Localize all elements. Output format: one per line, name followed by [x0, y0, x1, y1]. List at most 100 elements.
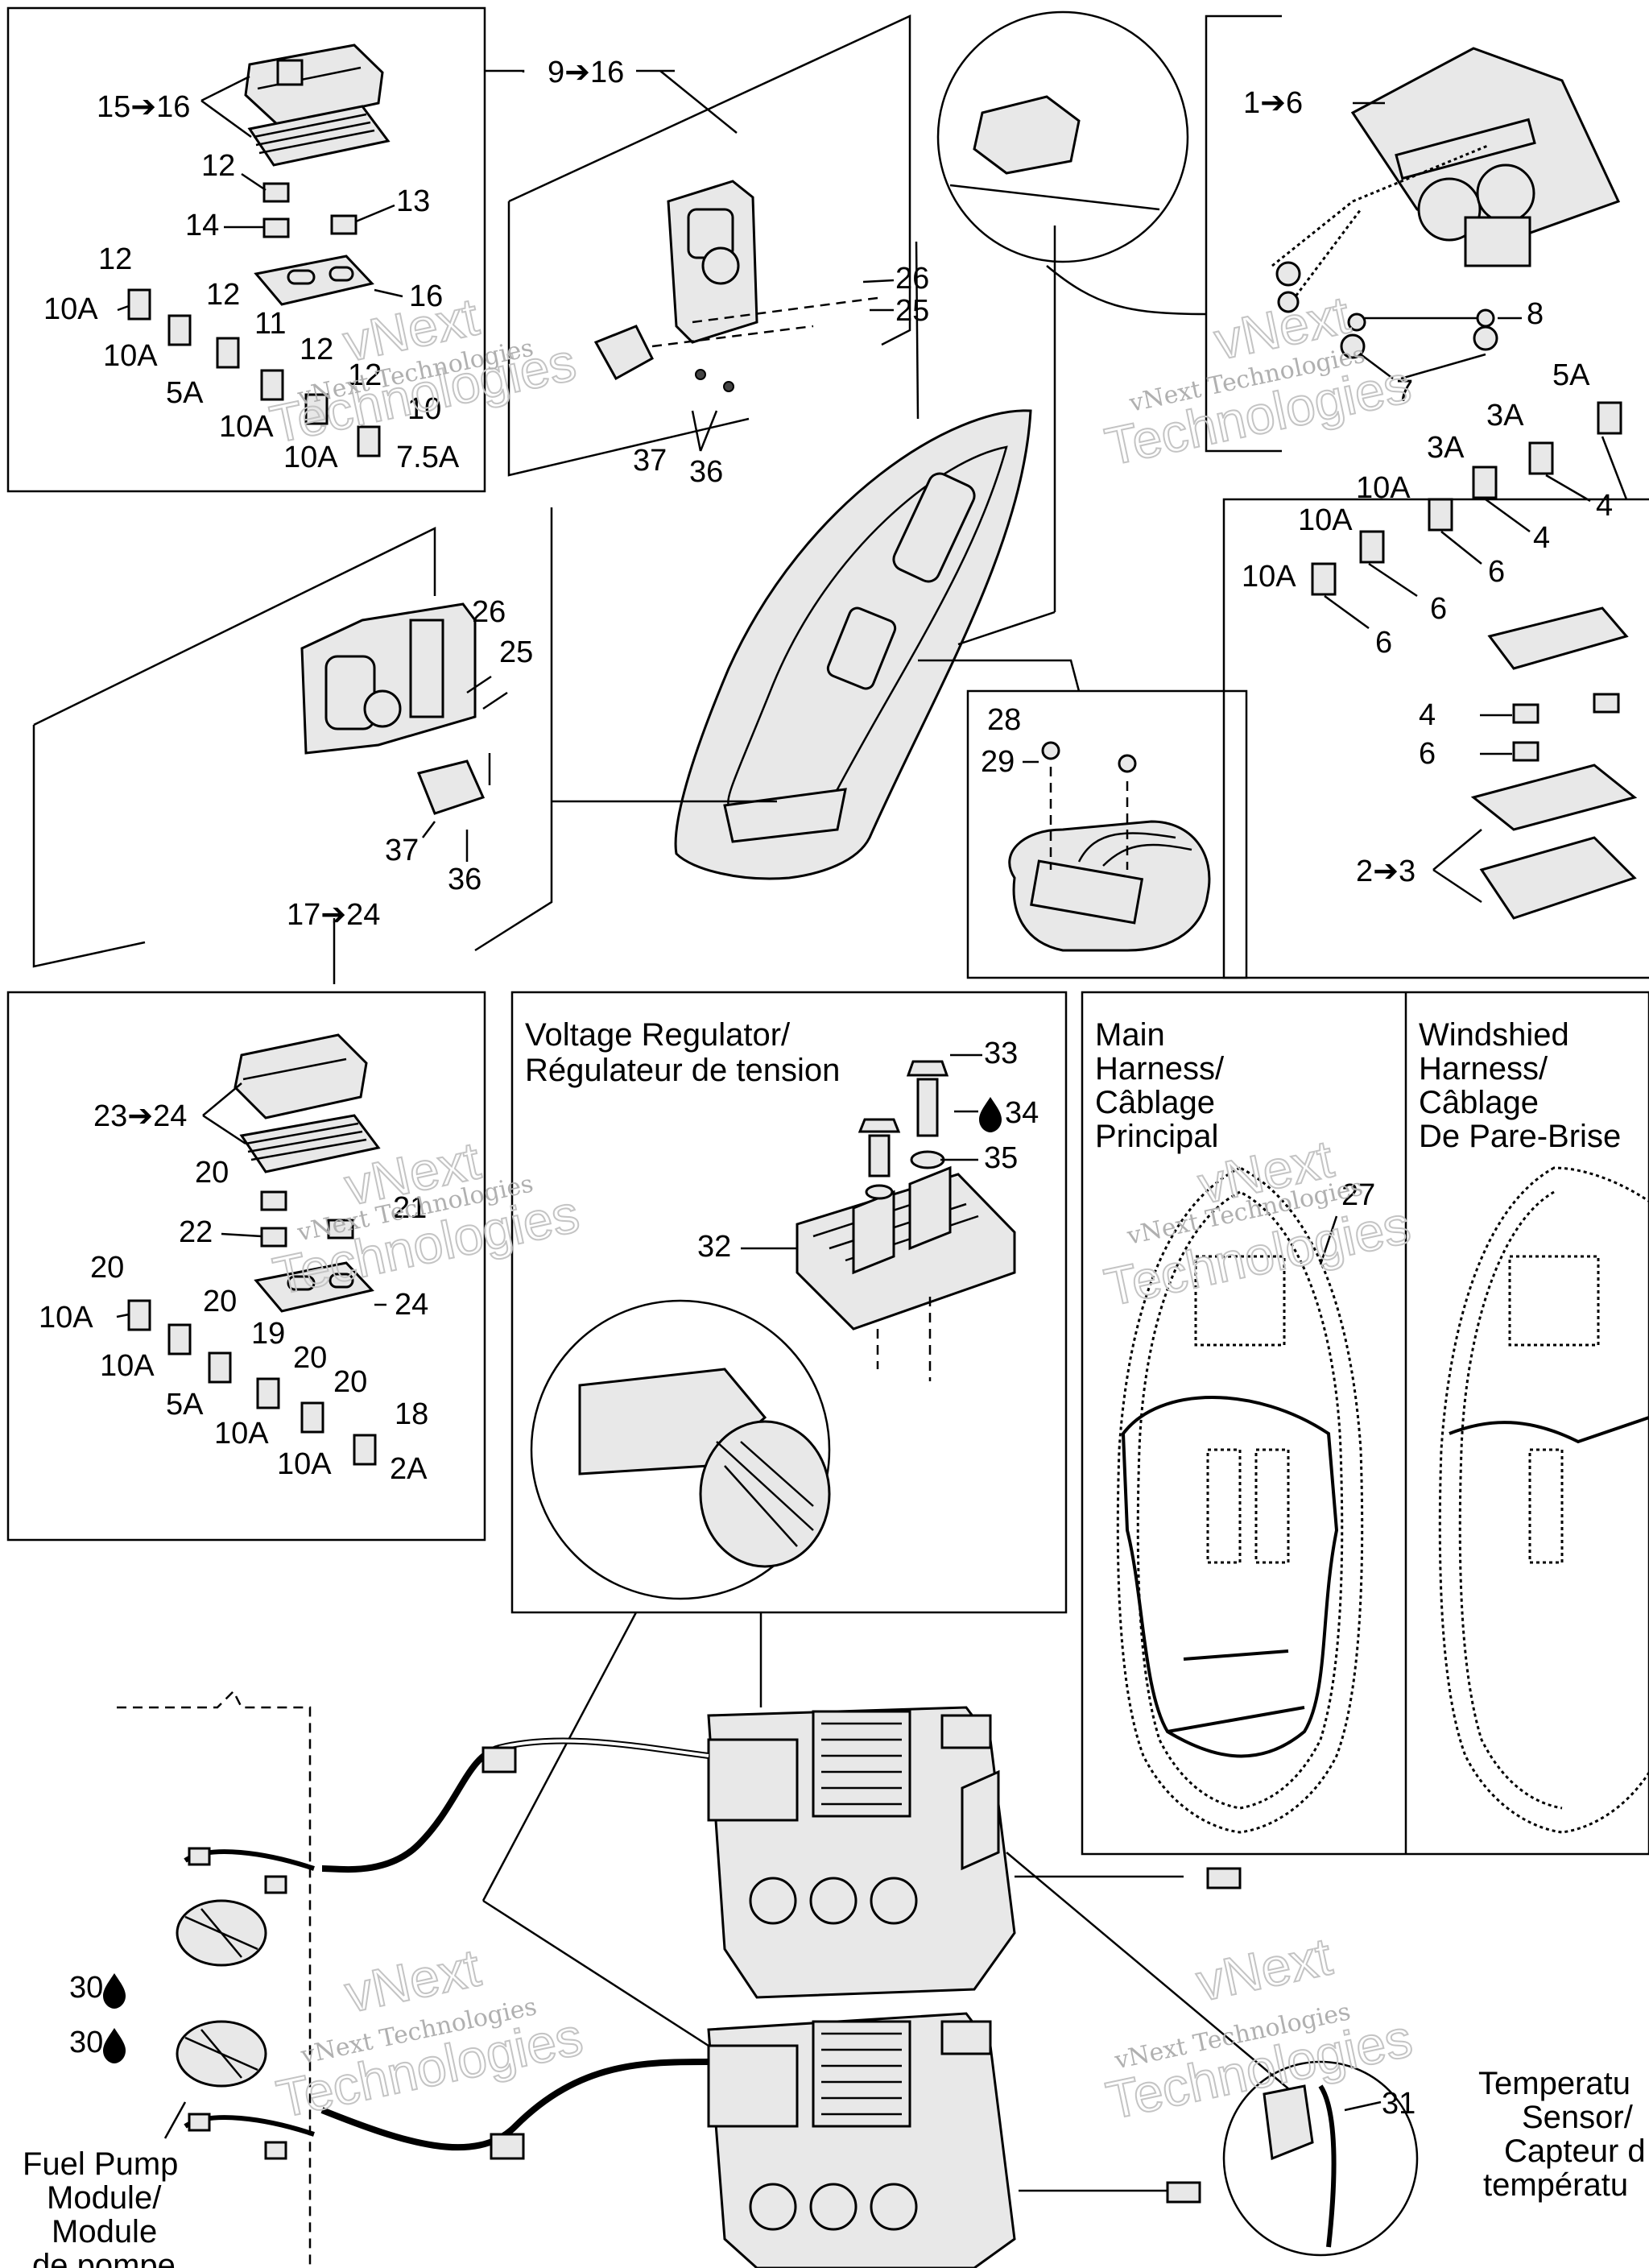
callout-2-3: 2➔3	[1356, 855, 1415, 888]
callout-20: 20	[195, 1156, 229, 1190]
leader-lines-right	[1324, 436, 1628, 904]
watercraft-hull	[674, 409, 1032, 880]
watermark-1: vNext Technologies vNext Technologies	[264, 285, 581, 455]
callout-12: 12	[348, 358, 382, 392]
main-harness-title-line4: Principal	[1095, 1119, 1218, 1154]
leader-lines-vr	[741, 1053, 982, 1250]
callout-fuse-rating: 7.5A	[396, 441, 460, 474]
fuses-top-left	[127, 182, 381, 457]
leader-27	[1319, 1215, 1338, 1265]
callout-21: 21	[393, 1191, 427, 1225]
leader-lines-mid-left	[116, 1082, 386, 1318]
callout-37: 37	[385, 834, 419, 867]
fuse-box-plate-24	[254, 1261, 374, 1313]
callout-fuse-rating: 3A	[1486, 399, 1524, 432]
fuse-box-panel-mid-left	[6, 991, 486, 1542]
callout-12: 12	[98, 242, 132, 276]
leader-lines-top-right	[1353, 101, 1522, 380]
leader-fuel-pump	[163, 2101, 187, 2139]
watermark-2: vNext Technologies vNext Technologies	[1099, 284, 1416, 478]
engine-harness-lower	[320, 2059, 1201, 2204]
fuse-box-top-right	[1271, 47, 1621, 359]
callout-4: 4	[1533, 521, 1550, 555]
callout-fuse-rating: 3A	[1427, 431, 1465, 465]
callout-fuse-rating: 5A	[1552, 358, 1590, 392]
callout-fuse-rating: 10A	[1356, 471, 1411, 505]
fuse-box-cover-23	[234, 1033, 368, 1120]
fuel-pump-title-line4: de pompe	[32, 2248, 176, 2268]
main-harness-title-line2: Harness/	[1095, 1051, 1225, 1086]
callout-36: 36	[448, 863, 481, 896]
callout-16: 16	[409, 279, 443, 313]
callout-29: 29	[981, 745, 1015, 779]
callout-fuse-rating: 10A	[1242, 560, 1296, 594]
leader-lines-mid	[333, 675, 508, 984]
engine-lower	[707, 2012, 1016, 2268]
temperature-sensor-detail	[1222, 2060, 1419, 2257]
main-harness-title-line3: Câblage	[1095, 1085, 1215, 1120]
engine-upper	[707, 1706, 1016, 1999]
callout-fuse-rating: 5A	[166, 1388, 204, 1422]
oil-drop-icon	[979, 1097, 1002, 1132]
callout-fuse-rating: 10A	[103, 339, 158, 373]
callout-10: 10	[407, 392, 441, 426]
callout-37: 37	[633, 444, 667, 478]
fuel-pump-module-upper	[176, 1847, 315, 1967]
fuse-box-seal-16	[247, 105, 391, 167]
callout-6: 6	[1419, 737, 1436, 771]
callout-13: 13	[396, 184, 430, 218]
callout-6: 6	[1375, 626, 1392, 660]
callout-33: 33	[984, 1037, 1018, 1070]
fuse-box-cover-15	[244, 43, 384, 126]
main-harness-hull	[1116, 1166, 1364, 1834]
fuel-pump-title-line2: Module/	[47, 2180, 162, 2216]
wall-mount-top	[507, 14, 911, 477]
connector-detail-panel	[966, 689, 1248, 979]
callout-fuse-rating: 10A	[100, 1349, 155, 1383]
temperature-sensor-title-line4: températu	[1483, 2167, 1628, 2203]
callout-30: 30	[69, 2026, 103, 2059]
temperature-sensor-title-line1: Temperatu	[1478, 2066, 1630, 2101]
callout-fuse-rating: 2A	[390, 1452, 428, 1486]
callout-28: 28	[987, 703, 1021, 737]
oil-drop-icon	[103, 1973, 126, 2009]
callout-26: 26	[895, 262, 929, 296]
oil-drop-icon	[103, 2028, 126, 2063]
callout-23-24: 23➔24	[93, 1099, 187, 1133]
temperature-sensor-title-line3: Capteur d	[1504, 2133, 1646, 2169]
callout-19: 19	[251, 1317, 285, 1351]
callout-fuse-rating: 5A	[166, 376, 204, 410]
fuse-box-panel-top-left	[6, 6, 486, 493]
callout-22: 22	[179, 1215, 213, 1249]
callout-12: 12	[201, 149, 235, 183]
callout-fuse-rating: 10A	[277, 1447, 332, 1481]
watermark-6: vNext Technologies vNext Technologies	[1101, 1925, 1418, 2131]
callout-20: 20	[203, 1285, 237, 1318]
callout-15-16: 15➔16	[97, 90, 190, 124]
fuse-box-panel-top-right-left	[1205, 14, 1282, 453]
callout-18: 18	[395, 1397, 428, 1431]
callout-fuse-rating: 10A	[214, 1417, 269, 1451]
callout-25: 25	[499, 635, 533, 669]
voltage-regulator-title-line2: Régulateur de tension	[525, 1053, 840, 1088]
ground-connector	[1008, 741, 1211, 952]
fuse-box-plate-16	[254, 255, 374, 306]
callout-31: 31	[1382, 2087, 1415, 2121]
callout-20: 20	[333, 1365, 367, 1399]
engine-harness-upper	[321, 1737, 1242, 1889]
callout-6: 6	[1488, 555, 1505, 589]
fuses-mid-left	[127, 1190, 377, 1466]
callout-7: 7	[1396, 375, 1413, 408]
callout-6: 6	[1430, 592, 1447, 626]
wall-mount-mid	[32, 507, 553, 968]
callout-36: 36	[689, 455, 723, 489]
callout-11: 11	[254, 307, 286, 341]
leader-lines-top-left	[117, 75, 403, 312]
callout-fuse-rating: 10A	[283, 441, 338, 474]
callout-14: 14	[185, 209, 219, 242]
leader-lines-top-center	[485, 69, 895, 452]
voltage-regulator-panel	[510, 991, 1068, 1614]
windshield-harness-hull	[1438, 1166, 1649, 1834]
detail-circle-top	[936, 10, 1207, 316]
callout-fuse-rating: 10A	[43, 292, 98, 326]
